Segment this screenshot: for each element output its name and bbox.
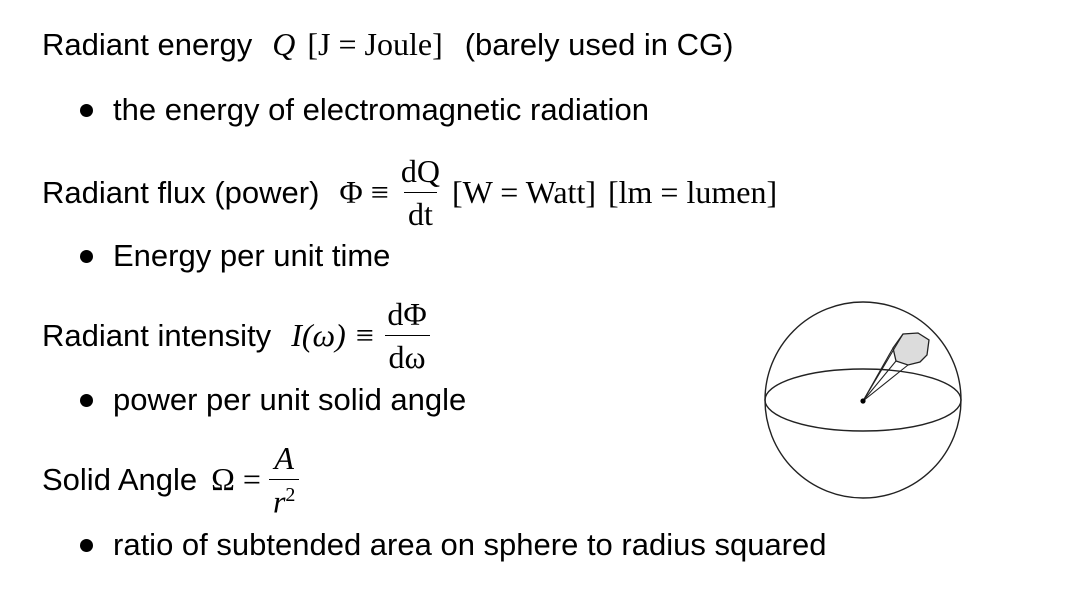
radiant-intensity-label: Radiant intensity [42,317,272,353]
bullet-text: Energy per unit time [113,238,391,273]
solid-angle-fraction: A r2 [268,440,300,518]
radiant-intensity-bullet: power per unit solid angle [80,382,466,418]
sphere-equator [764,368,962,432]
solid-angle-label: Solid Angle [42,461,198,497]
bullet-text: ratio of subtended area on sphere to rad… [113,527,827,562]
cone-edge-line [862,360,897,402]
radiant-intensity-lhs: I(ω) ≡ [291,317,376,353]
fraction-numerator: dQ [400,153,440,189]
radiant-energy-bullet: the energy of electromagnetic radiation [80,92,649,128]
cone-edge-line [862,333,904,402]
solid-angle-patch [892,332,930,366]
cone-edge-line [862,364,909,402]
solid-angle-formula: Ω = A r2 [211,442,307,518]
radiant-flux-formula: Φ ≡ dQ dt [W = Watt] [lm = lumen] [339,155,777,230]
radiant-intensity-heading: Radiant intensity I(ω) ≡ dΦ dω [42,298,439,373]
sphere-solid-angle-icon [764,301,962,499]
radiant-flux-heading: Radiant flux (power) Φ ≡ dQ dt [W = Watt… [42,155,777,230]
radiant-energy-note: (barely used in CG) [464,26,734,62]
fraction-denominator: dω [384,335,430,373]
solid-angle-lhs: Ω = [211,461,261,498]
radiant-intensity-formula: I(ω) ≡ dΦ dω [291,298,439,373]
radiant-flux-unit-watt: [W = Watt] [451,174,596,210]
bullet-text: power per unit solid angle [113,382,467,417]
bullet-dot-icon [80,393,93,407]
bullet-dot-icon [80,249,93,263]
radiant-intensity-fraction: dΦ dω [383,298,430,373]
radiant-energy-heading: Radiant energy Q [J = Joule] (barely use… [42,26,734,63]
fraction-numerator: A [274,440,294,476]
radiant-flux-lhs: Φ ≡ [339,174,389,210]
radiant-energy-label: Radiant energy [42,26,253,62]
fraction-numerator: dΦ [387,296,427,332]
bullet-dot-icon [80,538,93,552]
sphere-center-dot [860,398,866,404]
radiant-energy-formula: Q [J = Joule] [272,26,442,63]
radiant-flux-unit-lumen: [lm = lumen] [607,174,778,210]
solid-angle-heading: Solid Angle Ω = A r2 [42,442,307,518]
radiant-flux-fraction: dQ dt [397,155,444,230]
solid-angle-bullet: ratio of subtended area on sphere to rad… [80,527,826,563]
bullet-text: the energy of electromagnetic radiation [113,92,649,127]
bullet-dot-icon [80,103,93,117]
radiant-flux-bullet: Energy per unit time [80,238,390,274]
radiant-flux-label: Radiant flux (power) [42,174,320,210]
radiant-energy-symbol: Q [272,26,296,62]
fraction-denominator: dt [403,192,437,230]
radiant-energy-unit: [J = Joule] [307,26,443,62]
fraction-denominator: r2 [268,479,300,518]
